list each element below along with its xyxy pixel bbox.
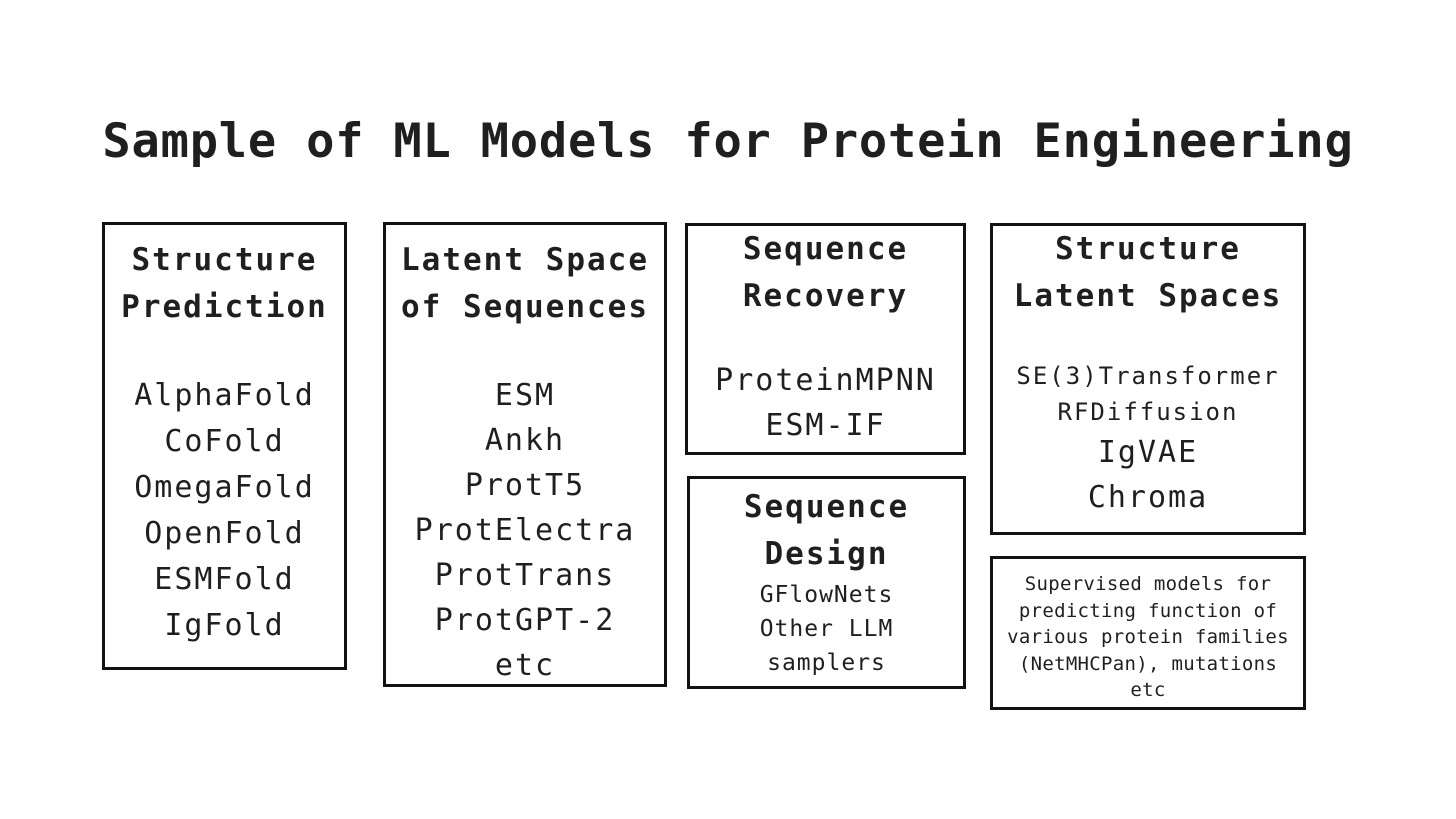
model-item: OpenFold (144, 516, 305, 551)
model-item: IgFold (164, 608, 285, 643)
model-list: ProteinMPNN ESM-IF (688, 358, 963, 448)
category-box-sequence-recovery: Sequence Recovery ProteinMPNN ESM-IF (685, 223, 966, 455)
spacer (688, 320, 963, 358)
category-title-line: Latent Space (401, 242, 649, 278)
model-item: IgVAE (1097, 435, 1199, 470)
category-title-line: Structure (131, 242, 318, 278)
note-line: etc (1130, 679, 1166, 701)
category-title: Structure Prediction (105, 237, 344, 331)
category-title-line: Recovery (742, 278, 909, 314)
category-title: Sequence Recovery (688, 226, 963, 320)
model-item: CoFold (164, 424, 285, 459)
note-line: (NetMHCPan), mutations (1018, 652, 1278, 675)
spacer (386, 331, 664, 373)
model-item: samplers (767, 650, 886, 676)
model-item: ProtT5 (464, 468, 586, 503)
model-item: Chroma (1087, 480, 1209, 515)
model-item: ProteinMPNN (715, 363, 936, 398)
category-title: Latent Space of Sequences (386, 237, 664, 331)
model-item: etc (494, 648, 556, 683)
category-title-line: Prediction (121, 289, 328, 325)
model-item: ProtGPT-2 (434, 603, 616, 638)
model-item: Ankh (484, 423, 566, 458)
model-item: GFlowNets (759, 582, 894, 608)
model-item: Other LLM (759, 616, 894, 642)
spacer (105, 331, 344, 373)
category-box-structure-latent-spaces: Structure Latent Spaces SE(3)Transformer… (990, 223, 1306, 535)
category-title: Structure Latent Spaces (993, 226, 1303, 320)
note-text: Supervised models for predicting functio… (997, 571, 1299, 704)
model-list: ESM Ankh ProtT5 ProtElectra ProtTrans Pr… (386, 373, 664, 688)
category-title-line: Sequence (742, 231, 909, 267)
model-item: ProtTrans (434, 558, 616, 593)
category-title: Sequence Design (690, 484, 963, 578)
model-item: AlphaFold (134, 378, 315, 413)
model-item: SE(3)Transformer (1016, 362, 1280, 390)
model-item: ESM-IF (765, 408, 886, 443)
note-line: predicting function of (1018, 599, 1278, 622)
model-list: SE(3)Transformer RFDiffusion IgVAE Chrom… (993, 358, 1303, 520)
model-item: ESMFold (154, 562, 295, 597)
note-line: various protein families (1007, 626, 1289, 648)
category-title-line: Design (764, 536, 889, 572)
model-item: OmegaFold (134, 470, 315, 505)
category-title-line: Latent Spaces (1013, 278, 1283, 314)
category-box-structure-prediction: Structure Prediction AlphaFold CoFold Om… (102, 222, 347, 670)
category-box-sequence-design: Sequence Design GFlowNets Other LLM samp… (687, 476, 966, 689)
category-title-line: of Sequences (401, 289, 649, 325)
category-box-latent-space-of-sequences: Latent Space of Sequences ESM Ankh ProtT… (383, 222, 667, 687)
model-list: GFlowNets Other LLM samplers (690, 578, 963, 680)
category-box-supervised-models-note: Supervised models for predicting functio… (990, 556, 1306, 710)
model-list: AlphaFold CoFold OmegaFold OpenFold ESMF… (105, 373, 344, 649)
spacer (993, 320, 1303, 358)
category-title-line: Sequence (743, 489, 910, 525)
page-title: Sample of ML Models for Protein Engineer… (102, 114, 1354, 169)
model-item: RFDiffusion (1057, 398, 1239, 426)
model-item: ESM (494, 378, 556, 413)
note-line: Supervised models for (1024, 573, 1272, 595)
model-item: ProtElectra (414, 513, 636, 548)
category-title-line: Structure (1055, 231, 1241, 267)
